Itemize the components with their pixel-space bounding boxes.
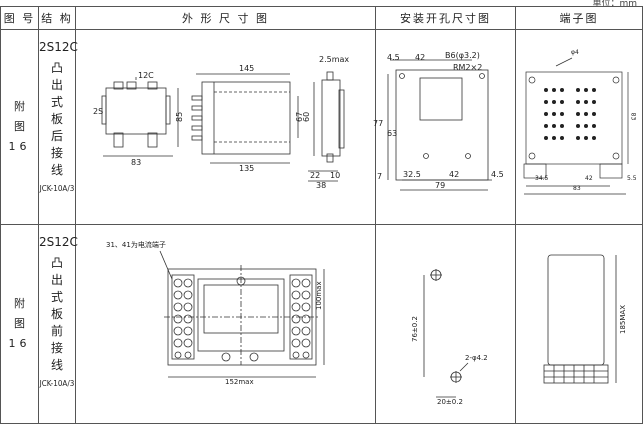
header-struct: 结 构: [38, 6, 76, 30]
structure-cell: 2S12C 凸 出 式 板 前 接 线 JCK-10A/3: [38, 224, 78, 424]
unit-label: 单位：mm: [592, 0, 637, 9]
svg-text:83: 83: [131, 158, 141, 167]
header-row: 图 号 结 构 外 形 尺 寸 图 安装开孔尺寸图 端子图: [0, 6, 643, 30]
header-terminal: 端子图: [515, 6, 643, 30]
svg-text:85: 85: [175, 112, 184, 122]
svg-text:31、41为电流端子: 31、41为电流端子: [106, 240, 166, 249]
cutout-window: [419, 77, 463, 121]
structure-cell: 2S12C 凸 出 式 板 后 接 线 JCK-10A/3: [38, 29, 78, 225]
fig-number: 附 图 16: [0, 29, 39, 225]
outline-drawing: 12C 2S 85 83 145 135: [75, 29, 376, 225]
model-code: 2S12C: [39, 40, 78, 54]
product-code: JCK-10A/3: [39, 184, 75, 193]
svg-text:38: 38: [316, 181, 326, 190]
cutout2-labels: 76±0.2 2-φ4.2 20±0.2: [411, 316, 488, 406]
cutout-drawing: [375, 29, 516, 225]
fig-number: 附 图 16: [0, 224, 39, 424]
terminal2-labels: 185MAX: [619, 305, 627, 334]
svg-text:22: 22: [310, 171, 320, 180]
cutout-labels: 4.5 42 B6(φ3.2) RM2×2 77 63 7 32.5 42 4.…: [373, 51, 504, 190]
product-code: JCK-10A/3: [39, 379, 75, 388]
header-cutout: 安装开孔尺寸图: [375, 6, 516, 30]
cutout-drawing: [375, 224, 516, 424]
svg-text:60: 60: [302, 112, 311, 122]
outline2-labels: 100max 152max: [225, 281, 323, 386]
header-outline: 外 形 尺 寸 图: [75, 6, 376, 30]
svg-text:12C: 12C: [138, 71, 154, 80]
terminal-drawing: [515, 29, 643, 225]
dimension-table: 图 号 结 构 外 形 尺 寸 图 安装开孔尺寸图 端子图 附 图 16 2S1…: [0, 6, 643, 424]
model-code: 2S12C: [39, 235, 78, 249]
front-view: [101, 77, 179, 157]
end-view: [308, 71, 345, 182]
outline-drawing: 31、41为电流端子: [75, 224, 376, 424]
svg-text:10: 10: [330, 171, 340, 180]
svg-text:67: 67: [295, 112, 304, 122]
svg-text:2.5max: 2.5max: [319, 55, 349, 64]
header-fig: 图 号: [0, 6, 39, 30]
table-row: 附 图 16 2S12C 凸 出 式 板 后 接 线 JCK-10A/3: [0, 29, 643, 225]
terminal-board: [525, 71, 623, 165]
svg-text:135: 135: [239, 164, 254, 173]
terminal-labels: φ4 83 34.5 42 5.5 83: [535, 49, 637, 192]
table-row: 附 图 16 2S12C 凸 出 式 板 前 接 线 JCK-10A/3 31、…: [0, 224, 643, 424]
svg-text:2S: 2S: [93, 107, 103, 116]
side-view: [191, 73, 299, 164]
terminal-drawing: [515, 224, 643, 424]
terminal-column-right: [289, 274, 313, 360]
svg-text:145: 145: [239, 64, 254, 73]
